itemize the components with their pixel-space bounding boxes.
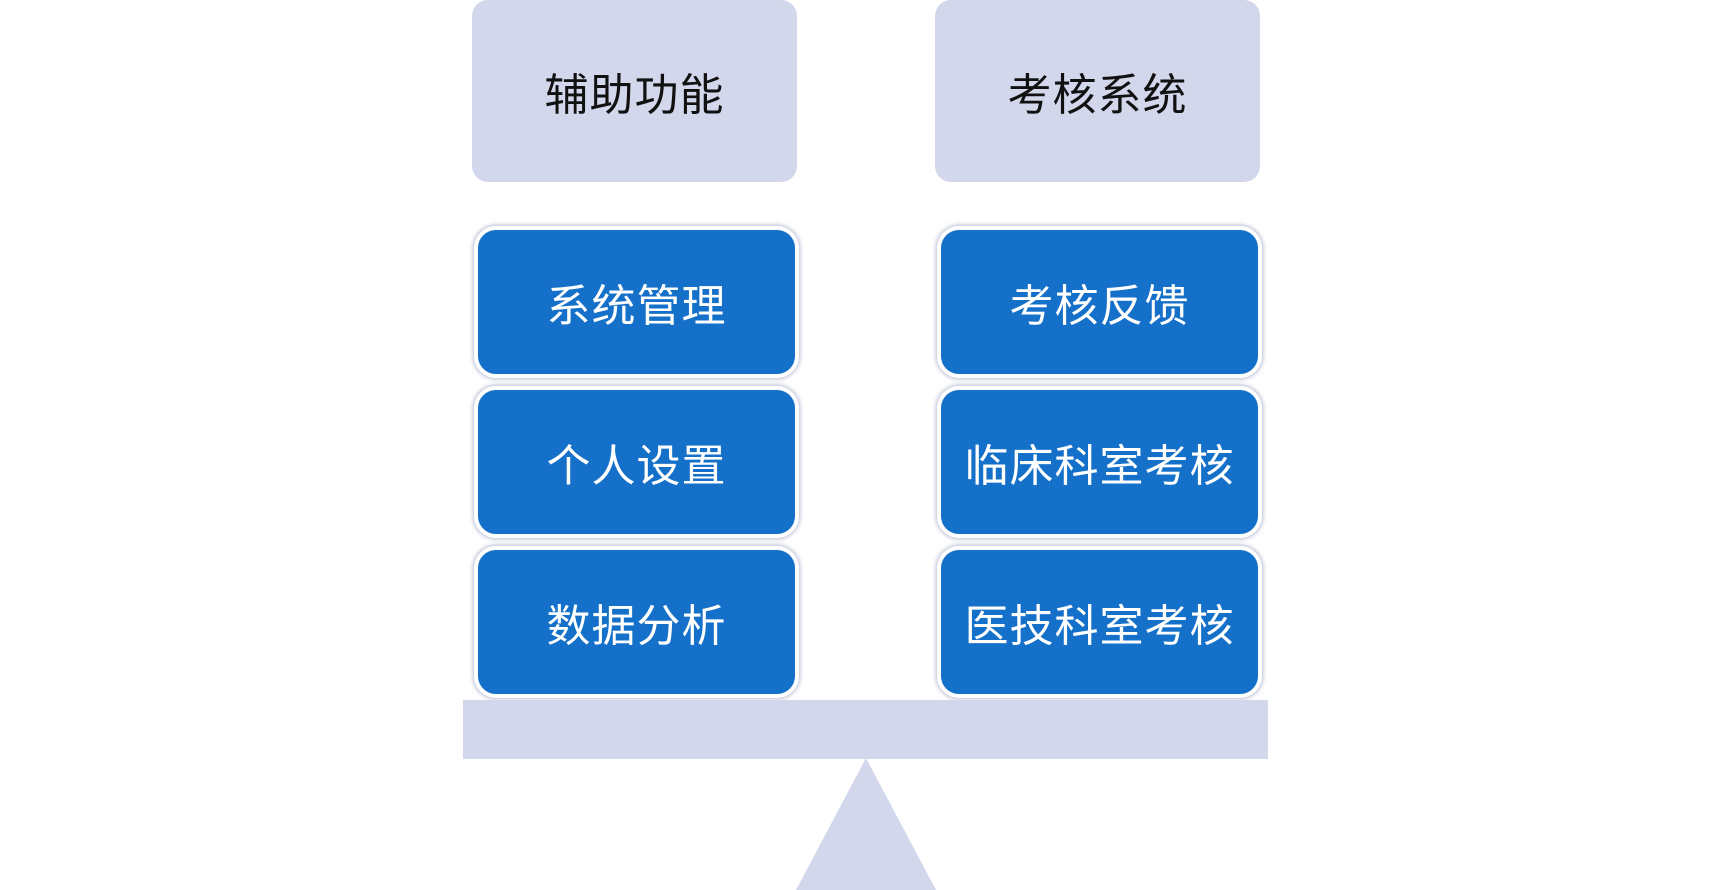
balance-beam — [463, 700, 1268, 759]
left-item-2-label: 个人设置 — [546, 441, 727, 492]
left-item-3: 数据分析 — [474, 546, 799, 698]
right-item-3: 医技科室考核 — [937, 546, 1262, 698]
right-item-2: 临床科室考核 — [937, 386, 1262, 538]
left-item-2: 个人设置 — [474, 386, 799, 538]
right-item-1-label: 考核反馈 — [1009, 281, 1190, 332]
right-item-2-label: 临床科室考核 — [964, 441, 1235, 492]
left-header-label: 辅助功能 — [544, 70, 725, 121]
right-item-3-label: 医技科室考核 — [964, 601, 1235, 652]
left-header-box: 辅助功能 — [472, 0, 797, 182]
right-header-box: 考核系统 — [935, 0, 1260, 182]
left-item-1: 系统管理 — [474, 226, 799, 378]
left-item-3-label: 数据分析 — [546, 601, 727, 652]
right-header-label: 考核系统 — [1007, 70, 1188, 121]
fulcrum-triangle — [796, 758, 936, 890]
right-item-1: 考核反馈 — [937, 226, 1262, 378]
left-item-1-label: 系统管理 — [546, 281, 727, 332]
